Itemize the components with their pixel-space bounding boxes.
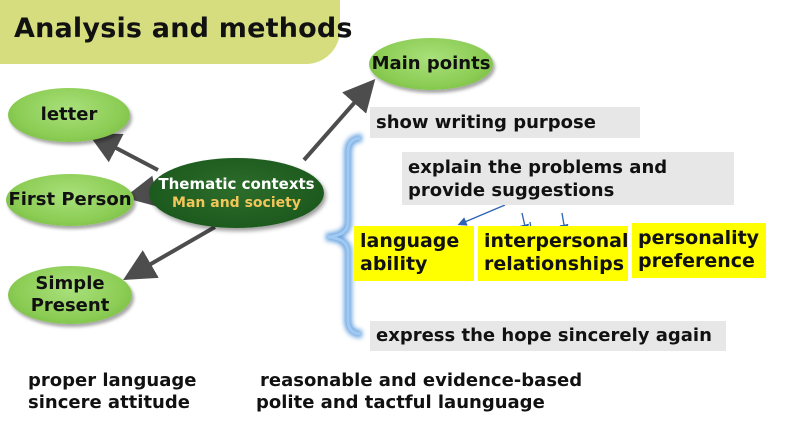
highlight-interpersonal-line2: relationships: [484, 253, 625, 275]
node-main-points: Main points: [369, 38, 493, 90]
point-express-hope-text: express the hope sincerely again: [376, 325, 712, 346]
notes-left: proper language sincere attitude: [28, 370, 196, 414]
note-reasonable: reasonable and evidence-based: [260, 370, 583, 391]
node-simple-present-line2: Present: [30, 295, 110, 316]
highlight-personality-line2: preference: [638, 250, 755, 272]
node-first-person: First Person: [6, 174, 134, 226]
point-show-purpose: show writing purpose: [370, 107, 640, 138]
point-express-hope: express the hope sincerely again: [370, 321, 726, 351]
point-show-purpose-text: show writing purpose: [376, 112, 596, 133]
point-explain-line2: provide suggestions: [408, 180, 615, 201]
note-proper-language: proper language: [28, 370, 197, 391]
center-subtitle: Man and society: [172, 194, 301, 211]
note-sincere-attitude: sincere attitude: [28, 392, 190, 413]
point-explain: explain the problems and provide suggest…: [402, 152, 734, 205]
highlight-language-line1: language: [360, 230, 460, 252]
node-main-points-label: Main points: [371, 53, 491, 74]
arrow-to-simple-present: [123, 225, 216, 280]
title-banner: [0, 0, 340, 64]
node-simple-present: Simple Present: [8, 266, 132, 324]
highlight-personality-line1: personality: [638, 227, 760, 249]
node-letter-label: letter: [40, 104, 98, 125]
arrow-to-main-points: [302, 78, 376, 162]
blue-arrow-1: [457, 204, 506, 226]
point-explain-line1: explain the problems and: [408, 157, 668, 178]
highlight-interpersonal-line1: interpersonal: [484, 230, 629, 252]
center-title: Thematic contexts: [158, 174, 315, 193]
highlight-interpersonal: interpersonal relationships: [478, 226, 628, 281]
page-title: Analysis and methods: [14, 13, 353, 44]
notes-right: reasonable and evidence-based polite and…: [256, 370, 582, 414]
arrow-to-first-person: [124, 175, 159, 207]
node-letter: letter: [8, 88, 130, 142]
highlight-personality: personality preference: [632, 223, 766, 278]
brace: [325, 134, 363, 338]
highlight-language-line2: ability: [360, 253, 428, 275]
node-first-person-label: First Person: [8, 189, 132, 210]
node-simple-present-line1: Simple: [35, 273, 105, 294]
highlight-language-ability: language ability: [354, 226, 474, 281]
node-thematic-contexts: Thematic contexts Man and society: [149, 158, 324, 228]
note-polite: polite and tactful launguage: [256, 392, 545, 413]
arrow-to-letter: [87, 133, 159, 172]
